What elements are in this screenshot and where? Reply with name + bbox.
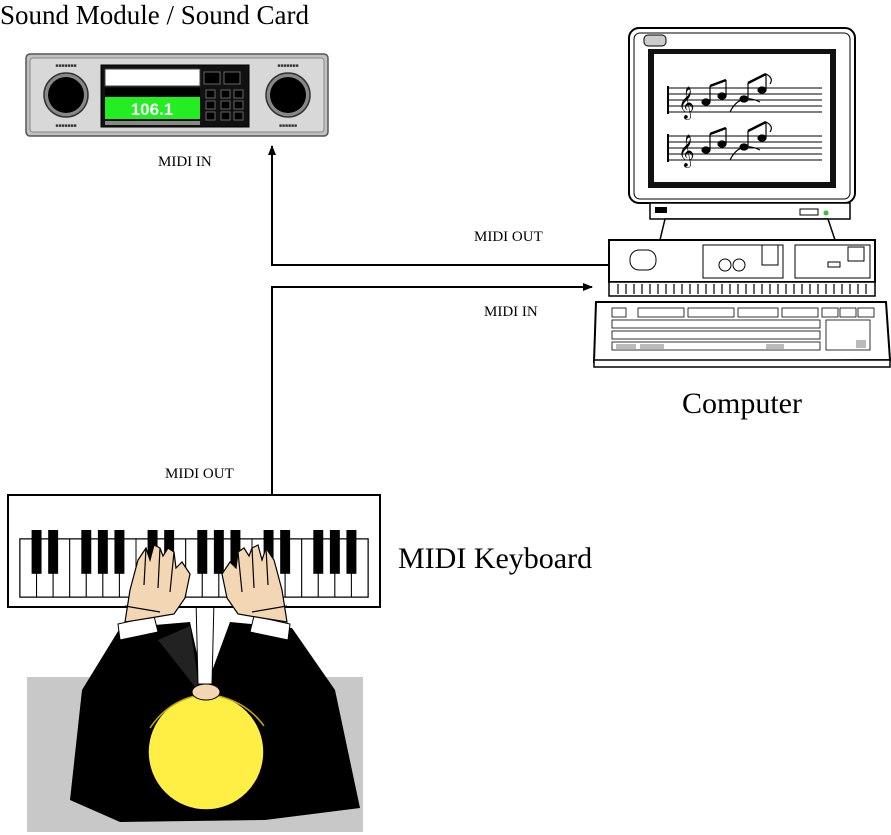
svg-text:■■■■■■: ■■■■■■ <box>279 123 297 129</box>
midi-keyboard-title: MIDI Keyboard <box>398 542 593 575</box>
black-key <box>48 530 59 574</box>
black-key <box>97 530 108 574</box>
black-key <box>81 530 92 574</box>
black-key <box>230 530 241 574</box>
sound-module-midi-in-label: MIDI IN <box>158 154 212 170</box>
black-key <box>346 530 357 574</box>
black-key <box>213 530 224 574</box>
sound-module-icon: ■■■■■■■ ■■■■■■■ ■■■■■■■ ■■■■■■ 106.1 <box>25 53 329 137</box>
black-key <box>31 530 42 574</box>
black-key <box>197 530 208 574</box>
sound-module-title: Sound Module / Sound Card <box>0 0 310 30</box>
computer-midi-in-label: MIDI IN <box>484 304 538 320</box>
computer-to-sound-module-arrow <box>268 145 609 266</box>
midi-connection-lines <box>268 145 609 495</box>
svg-text:■■■■■■■: ■■■■■■■ <box>277 63 298 69</box>
computer-icon: 𝄞 𝄞 <box>592 27 891 368</box>
black-key <box>280 530 291 574</box>
svg-text:■■■■■■■: ■■■■■■■ <box>55 123 76 129</box>
sound-module-display-value: 106.1 <box>131 100 174 119</box>
keyboard-to-computer-arrow <box>271 283 593 495</box>
black-key <box>329 530 340 574</box>
performer-figure <box>27 599 363 832</box>
midi-keyboard-icon <box>7 494 381 608</box>
svg-text:𝄞: 𝄞 <box>678 86 695 120</box>
computer-midi-out-label: MIDI OUT <box>474 229 543 245</box>
black-key <box>313 530 324 574</box>
keyboard-midi-out-label: MIDI OUT <box>165 466 234 482</box>
svg-text:𝄞: 𝄞 <box>678 134 695 168</box>
svg-text:■■■■■■■: ■■■■■■■ <box>55 63 76 69</box>
music-notation-icon <box>667 86 822 162</box>
black-key <box>114 530 125 574</box>
computer-title: Computer <box>682 387 802 420</box>
performer-hands <box>124 544 288 623</box>
